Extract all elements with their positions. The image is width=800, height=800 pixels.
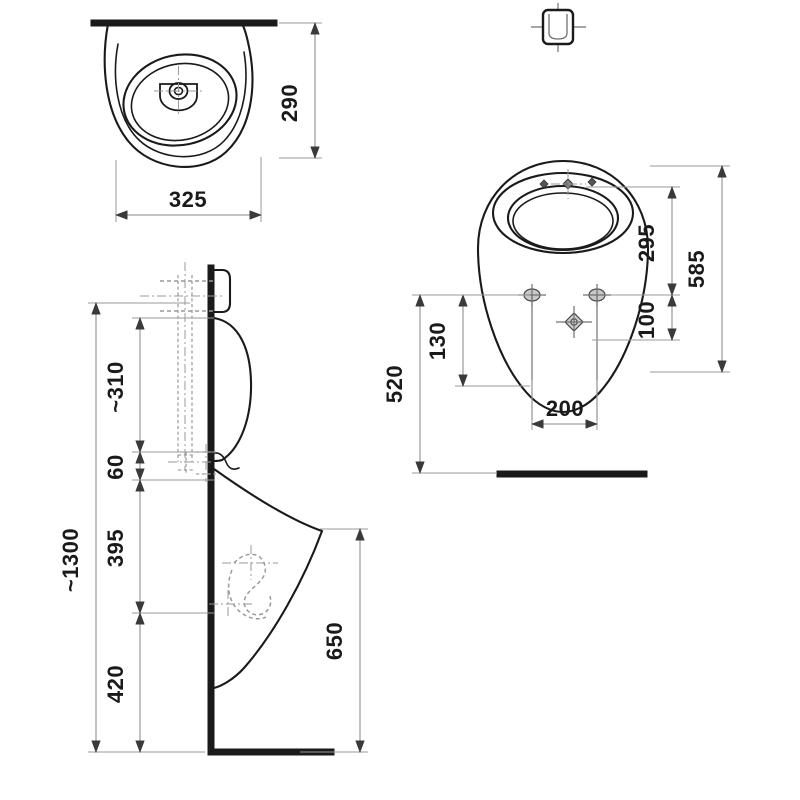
outlet-connector bbox=[168, 444, 216, 482]
urinal-plan-symbol-icon bbox=[531, 3, 586, 52]
dimension-420: 420 bbox=[103, 611, 205, 754]
inlet-markers bbox=[539, 169, 597, 199]
dimension-100-label: 100 bbox=[634, 301, 659, 339]
dimension-395: 395 bbox=[103, 478, 214, 615]
integrated-siphon bbox=[209, 545, 278, 620]
inlet-marker-center bbox=[551, 169, 586, 199]
dimension-310: ~310 bbox=[103, 316, 214, 454]
dimension-325-label: 325 bbox=[169, 187, 207, 212]
inlet-marker-left bbox=[539, 179, 549, 189]
dimension-290: 290 bbox=[277, 21, 322, 160]
dimension-325: 325 bbox=[114, 157, 263, 222]
dimension-420-label: 420 bbox=[103, 665, 128, 703]
rim-outer-ellipse bbox=[491, 171, 635, 255]
siphon-trap-outer bbox=[227, 569, 267, 620]
dimension-585-label: 585 bbox=[684, 250, 709, 288]
wall-line-side-view bbox=[207, 264, 215, 756]
bowl-rim-line bbox=[114, 43, 247, 158]
basin-inner-ring-front bbox=[512, 192, 614, 250]
basin-inner-ring bbox=[130, 62, 230, 142]
basin-opening-ellipse bbox=[506, 184, 620, 252]
dimension-100: 100 bbox=[592, 293, 680, 342]
bowl-throat-lip bbox=[213, 452, 240, 470]
basin-inner-ellipse bbox=[122, 53, 238, 147]
dimension-395-label: 395 bbox=[103, 529, 128, 567]
bowl-front-profile bbox=[212, 467, 324, 690]
drain-outlet-detail bbox=[154, 66, 203, 116]
dimension-520: 520 bbox=[382, 293, 530, 475]
flush-supply-pipe bbox=[140, 262, 224, 470]
dimension-650-label: 650 bbox=[322, 622, 347, 660]
wall-bracket bbox=[212, 268, 232, 314]
dimension-295-label: 295 bbox=[634, 224, 659, 262]
side-view: ~1300 ~310 60 395 420 bbox=[58, 262, 368, 756]
dimension-585: 585 bbox=[650, 164, 730, 374]
bowl-outer-outline bbox=[103, 22, 254, 168]
dimension-520-label: 520 bbox=[382, 365, 407, 403]
dimension-1300: ~1300 bbox=[58, 301, 205, 754]
dimension-130: 130 bbox=[425, 293, 530, 388]
dimension-200-label: 200 bbox=[546, 396, 584, 421]
dimension-650: 650 bbox=[300, 527, 368, 754]
inlet-marker-right bbox=[587, 177, 597, 187]
floor-line-front-view bbox=[496, 470, 648, 478]
top-view: 290 325 bbox=[90, 19, 322, 222]
wall-line-top-view bbox=[90, 19, 278, 27]
outlet-center-marker bbox=[556, 306, 592, 338]
dimension-130-label: 130 bbox=[425, 322, 450, 360]
bowl-upper-profile bbox=[212, 316, 253, 463]
dimension-310-label: ~310 bbox=[103, 361, 128, 413]
dimension-60: 60 bbox=[103, 450, 214, 482]
dimension-295: 295 bbox=[586, 185, 680, 297]
front-view: 585 295 100 130 520 bbox=[382, 159, 730, 478]
siphon-trap-path bbox=[233, 553, 272, 616]
dimension-200: 200 bbox=[530, 380, 599, 430]
urinal-body-outline bbox=[476, 159, 650, 414]
dimension-290-label: 290 bbox=[277, 84, 302, 122]
dimension-60-label: 60 bbox=[103, 454, 128, 479]
dimension-1300-label: ~1300 bbox=[58, 528, 83, 592]
